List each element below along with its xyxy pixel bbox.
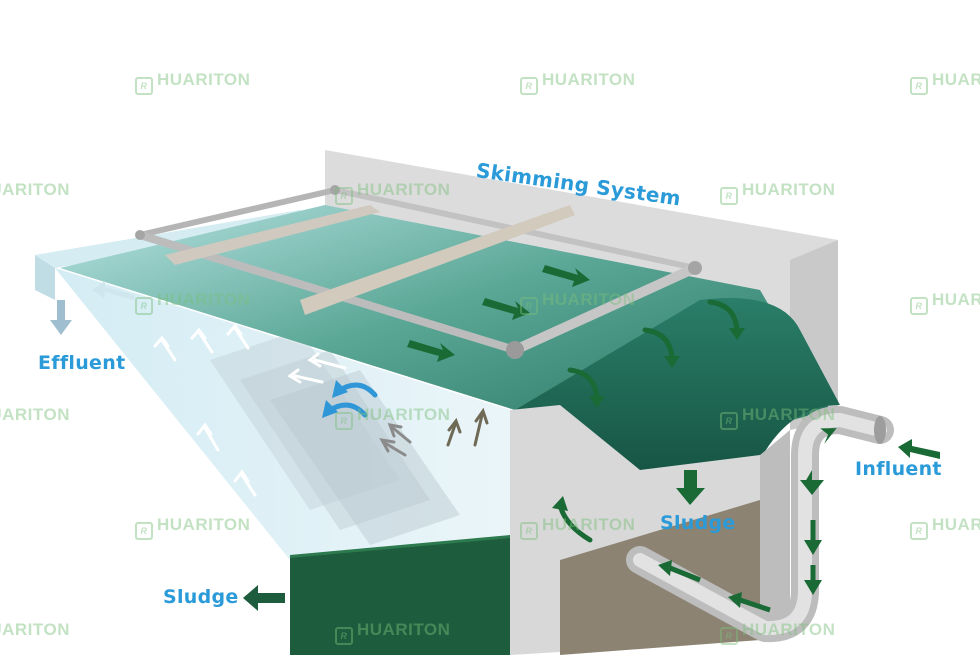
- influent-pipe-highlight: [633, 413, 887, 636]
- watermark-logo-icon: R: [910, 522, 928, 540]
- watermark-logo-icon: R: [720, 412, 738, 430]
- watermark-logo-icon: R: [720, 187, 738, 205]
- watermark-text: HUARITON: [0, 405, 70, 424]
- influent-label: Influent: [855, 458, 942, 480]
- watermark-logo-icon: R: [135, 522, 153, 540]
- flow-arrow: [482, 298, 530, 320]
- watermark-text: HUARITON: [542, 70, 636, 89]
- rail-joint: [135, 230, 145, 240]
- watermark-text: HUARITON: [357, 180, 451, 199]
- recirculation-arrow-head: [552, 496, 568, 511]
- watermark-text: HUARITON: [357, 620, 451, 639]
- watermark-logo-icon: R: [335, 627, 353, 645]
- sludge-down-arrow: [676, 470, 705, 505]
- sludge-label-hopper: Sludge: [660, 512, 736, 534]
- effluent-label: Effluent: [38, 352, 126, 374]
- watermark-text: HUARITON: [542, 515, 636, 534]
- bubble-upflow-arrows: [379, 407, 489, 457]
- inclined-plate: [270, 370, 460, 545]
- watermark-logo-icon: R: [720, 627, 738, 645]
- watermark-text: HUARITON: [157, 290, 251, 309]
- skimmer-board: [300, 205, 575, 315]
- curve-arrow: [567, 367, 600, 401]
- watermark-text: HUARITON: [932, 515, 980, 534]
- watermark-logo-icon: R: [335, 187, 353, 205]
- watermark-text: HUARITON: [542, 290, 636, 309]
- rail-joint: [506, 341, 524, 359]
- watermark-text: HUARITON: [742, 620, 836, 639]
- watermark-text: HUARITON: [742, 180, 836, 199]
- overflow-arrows: [567, 299, 740, 401]
- pipe-flow-arrows: [658, 428, 837, 613]
- watermark-logo-icon: R: [520, 297, 538, 315]
- watermark-logo-icon: R: [910, 77, 928, 95]
- flow-arrow: [407, 340, 455, 362]
- rail-joint: [688, 261, 702, 275]
- watermark-text: HUARITON: [742, 405, 836, 424]
- watermark: HUARITON: [0, 180, 70, 200]
- watermark-text: HUARITON: [157, 515, 251, 534]
- sludge-label-outlet: Sludge: [163, 586, 239, 608]
- tank-front-wall-shade: [760, 430, 790, 640]
- effluent-ledge-front: [35, 255, 55, 300]
- watermark: HUARITON: [0, 405, 70, 425]
- watermark-text: HUARITON: [932, 290, 980, 309]
- curve-arrow: [642, 327, 675, 361]
- watermark-logo-icon: R: [135, 77, 153, 95]
- influent-arrow: [898, 439, 940, 459]
- blue-curve-arrow-heads: [322, 380, 348, 418]
- sludge-out-arrow: [243, 585, 285, 611]
- watermark-text: HUARITON: [357, 405, 451, 424]
- skimmer-rail-front-2: [510, 263, 700, 355]
- watermark-logo-icon: R: [135, 297, 153, 315]
- flow-arrow: [542, 265, 590, 287]
- watermark-text: HUARITON: [932, 70, 980, 89]
- skimmer-rail-back: [137, 187, 338, 238]
- inclined-plate: [240, 350, 430, 530]
- watermark-logo-icon: R: [520, 522, 538, 540]
- influent-pipe-opening: [874, 416, 886, 444]
- effluent-flow-arrow: [92, 281, 135, 300]
- surface-flow-arrows: [407, 265, 590, 362]
- watermark-text: HUARITON: [0, 620, 70, 639]
- watermark: HUARITON: [0, 620, 70, 640]
- sludge-box-front: [290, 538, 510, 655]
- watermark-logo-icon: R: [910, 297, 928, 315]
- skimmer-board: [165, 205, 380, 265]
- curve-arrow: [707, 299, 740, 333]
- settler-upflow-arrows: [153, 323, 347, 497]
- watermark-logo-icon: R: [520, 77, 538, 95]
- watermark-logo-icon: R: [335, 412, 353, 430]
- overflow-arrow-heads: [589, 328, 745, 408]
- watermark-text: HUARITON: [0, 180, 70, 199]
- effluent-arrow: [50, 300, 72, 335]
- watermark-text: HUARITON: [157, 70, 251, 89]
